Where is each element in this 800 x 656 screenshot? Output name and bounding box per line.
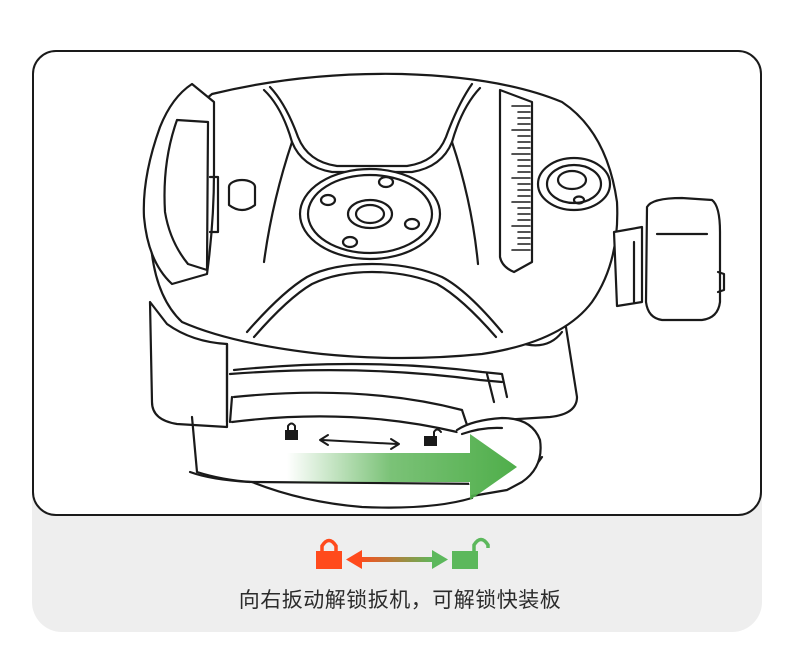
side-knob[interactable] [612,196,726,322]
push-right-arrow-icon [287,434,517,500]
left-clamp-jaw [142,82,220,286]
instruction-caption: 向右扳动解锁扳机，可解锁快装板 [238,588,562,612]
product-illustration [32,50,762,516]
dial-ring [228,391,472,436]
lock-legend [0,534,800,574]
locating-pin [227,178,257,212]
double-arrow-icon [346,550,448,569]
dial-markings [285,422,442,450]
bubble-level [536,156,612,212]
clamp-base [148,300,579,509]
mounting-plate [298,167,442,261]
lock-closed-icon [316,538,342,569]
angle-scale [498,88,534,274]
lock-open-icon [452,537,490,569]
